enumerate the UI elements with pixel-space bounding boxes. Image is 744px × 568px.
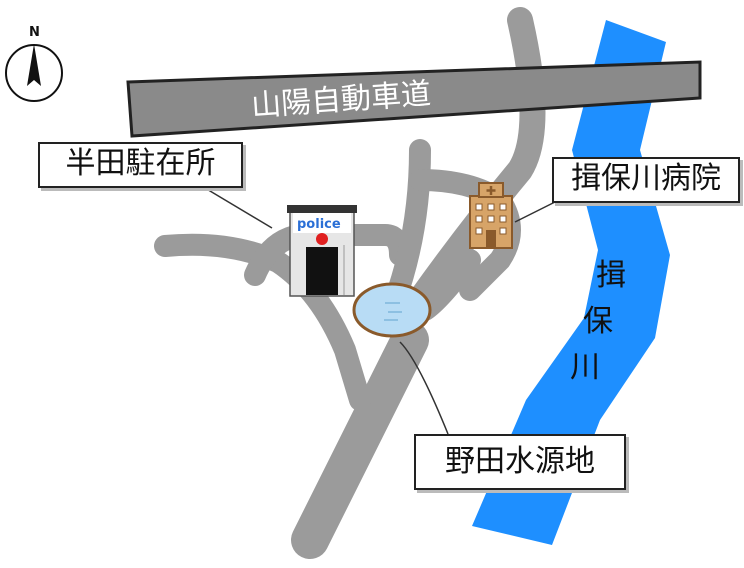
water-source-label: 野田水源地 <box>414 434 626 490</box>
expressway: 山陽自動車道 <box>126 60 702 138</box>
river-label-char-3: 川 <box>570 350 600 385</box>
road-south <box>291 321 429 559</box>
hospital-icon <box>469 182 513 249</box>
hospital-leader <box>514 201 556 223</box>
police-station-icon: police <box>287 205 357 297</box>
police-label: 半田駐在所 <box>38 142 243 188</box>
police-sign-text: police <box>297 217 341 232</box>
road-west-curve <box>154 233 371 411</box>
water-leader <box>399 341 449 435</box>
leader-lines <box>204 187 556 435</box>
compass-icon: N <box>5 25 63 102</box>
compass-north-label: N <box>29 25 40 40</box>
river-label-char-1: 揖 <box>596 258 626 293</box>
river-label-char-2: 保 <box>583 304 613 339</box>
police-leader <box>204 187 273 229</box>
hospital-label: 揖保川病院 <box>552 157 740 203</box>
pond-icon <box>352 282 432 338</box>
river <box>472 20 670 545</box>
